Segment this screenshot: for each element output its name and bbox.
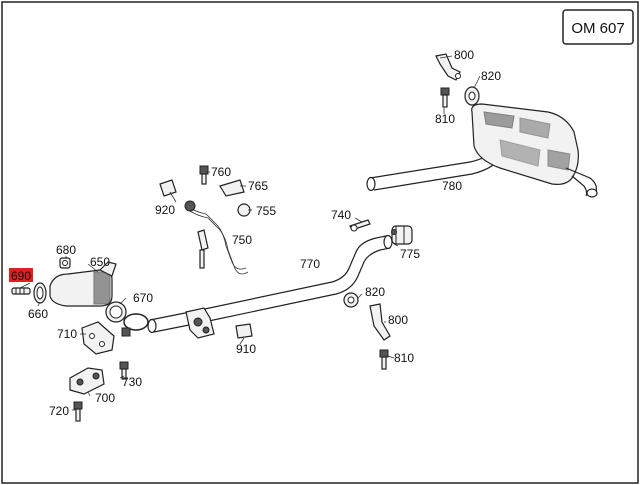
bolt-720[interactable]: [73, 401, 83, 422]
part-label-910[interactable]: 910: [236, 342, 256, 356]
part-label-680[interactable]: 680: [56, 243, 76, 257]
part-label-730[interactable]: 730: [122, 375, 142, 389]
part-label-720[interactable]: 720: [49, 404, 69, 418]
part-label-770[interactable]: 770: [300, 257, 320, 271]
nut-680[interactable]: [59, 257, 71, 269]
upper-rubber-mount[interactable]: [464, 86, 480, 106]
upper-bolt[interactable]: [440, 87, 450, 108]
part-label-670[interactable]: 670: [133, 291, 153, 305]
exhaust-sensor-740[interactable]: [349, 219, 371, 232]
lower-hanger-bracket[interactable]: [369, 303, 391, 341]
lower-rubber-mount[interactable]: [343, 292, 359, 308]
mounting-bracket-assembly[interactable]: [185, 307, 215, 339]
part-label-740[interactable]: 740: [331, 208, 351, 222]
gasket-660[interactable]: [33, 282, 47, 304]
bolt-730[interactable]: [119, 361, 129, 380]
highlight-690: [9, 268, 33, 282]
part-label-710[interactable]: 710: [57, 327, 77, 341]
part-label-775[interactable]: 775: [400, 247, 420, 261]
part-label-690[interactable]: 690: [11, 269, 31, 283]
upper-hanger-bracket[interactable]: [435, 53, 461, 81]
stud-690[interactable]: [11, 287, 31, 295]
heat-shield-710[interactable]: [81, 321, 115, 355]
catalytic-converter[interactable]: [49, 261, 117, 307]
gasket-670[interactable]: [105, 301, 127, 323]
temperature-sensor-assembly[interactable]: [159, 165, 251, 275]
part-label-800-upper[interactable]: 800: [454, 48, 474, 62]
part-labels: 800 820 810 760 765 920 755 780 740 750 …: [9, 48, 501, 418]
pipe-clamp-rear[interactable]: [391, 225, 413, 245]
model-code-box: OM 607: [562, 9, 634, 45]
clip-910[interactable]: [235, 323, 253, 339]
part-label-780[interactable]: 780: [442, 179, 462, 193]
model-code-label: OM 607: [571, 20, 624, 37]
intermediate-pipe[interactable]: [147, 234, 393, 334]
support-bracket-700[interactable]: [69, 367, 105, 395]
part-label-920[interactable]: 920: [155, 203, 175, 217]
part-label-650[interactable]: 650: [90, 255, 110, 269]
rear-muffler[interactable]: [366, 103, 598, 198]
part-label-800-lower[interactable]: 800: [388, 313, 408, 327]
part-label-760[interactable]: 760: [211, 165, 231, 179]
part-label-810-upper[interactable]: 810: [435, 112, 455, 126]
part-label-750[interactable]: 750: [232, 233, 252, 247]
part-label-820-upper[interactable]: 820: [481, 69, 501, 83]
part-label-700[interactable]: 700: [95, 391, 115, 405]
part-label-810-lower[interactable]: 810: [394, 351, 414, 365]
front-clamp[interactable]: [121, 313, 149, 337]
part-label-660[interactable]: 660: [28, 307, 48, 321]
part-label-755[interactable]: 755: [256, 204, 276, 218]
part-label-765[interactable]: 765: [248, 179, 268, 193]
part-label-820-lower[interactable]: 820: [365, 285, 385, 299]
leader-lines: [19, 55, 481, 411]
lower-bolt[interactable]: [379, 349, 389, 370]
